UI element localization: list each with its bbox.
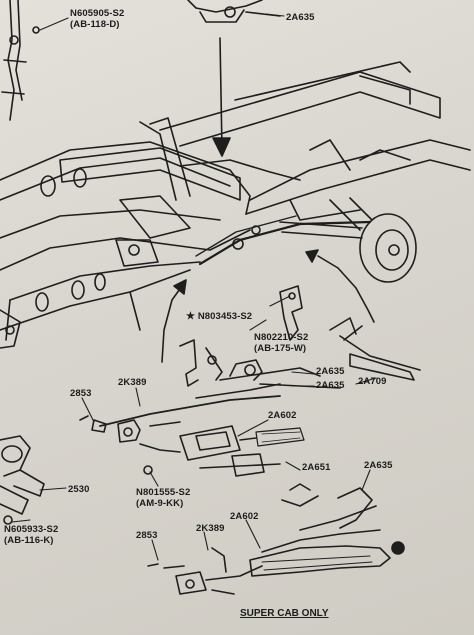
label-n802210-part: N802210-S2 [254, 332, 309, 343]
super-cab-cable-assembly [147, 483, 405, 595]
label-n802210: N802210-S2 (AB-175-W) [254, 332, 308, 354]
label-2853-b: 2853 [136, 530, 158, 541]
arrow-down [212, 37, 231, 157]
label-n801555: N801555-S2 (AM-9-KK) [136, 487, 190, 509]
star-icon: ★ [186, 311, 196, 322]
label-2a602-b: 2A602 [230, 511, 259, 522]
label-n605905-code: (AB-118-D) [70, 19, 120, 30]
label-n801555-part: N801555-S2 [136, 487, 191, 498]
label-n803453-part: N803453-S2 [197, 311, 253, 322]
label-2k389-b: 2K389 [196, 523, 225, 534]
label-2k389-a: 2K389 [118, 377, 147, 388]
front-cable-assembly [79, 395, 305, 477]
equalizer-bracket [179, 285, 421, 399]
label-2a635-a: 2A635 [316, 366, 345, 377]
label-2a651: 2A651 [302, 462, 331, 473]
label-n605933-code: (AB-116-K) [4, 535, 54, 546]
label-2853-a: 2853 [70, 388, 92, 399]
top-left-hanger-bracket [1, 0, 40, 121]
label-2a602-a: 2A602 [268, 410, 297, 421]
diagram-caption: SUPER CAB ONLY [240, 608, 329, 619]
label-n801555-code: (AM-9-KK) [136, 498, 184, 509]
label-2a635-b: 2A635 [316, 380, 345, 391]
leader-lines [11, 13, 377, 561]
label-n802210-code: (AB-175-W) [254, 343, 307, 354]
left-hardware [0, 435, 45, 525]
label-2a635-top: 2A635 [286, 12, 315, 23]
top-clip-part [187, 0, 281, 23]
label-n605933-part: N605933-S2 [4, 524, 59, 535]
label-2a635-c: 2A635 [364, 460, 393, 471]
curved-arrows [161, 249, 375, 363]
label-n605933: N605933-S2 (AB-116-K) [4, 524, 58, 546]
label-2530: 2530 [68, 484, 90, 495]
label-n803453: ★ N803453-S2 [186, 311, 252, 322]
label-2a709: 2A709 [358, 376, 387, 387]
label-n605905: N605905-S2 (AB-118-D) [70, 8, 124, 30]
label-n605905-part: N605905-S2 [70, 8, 125, 19]
vehicle-frame [0, 61, 471, 349]
